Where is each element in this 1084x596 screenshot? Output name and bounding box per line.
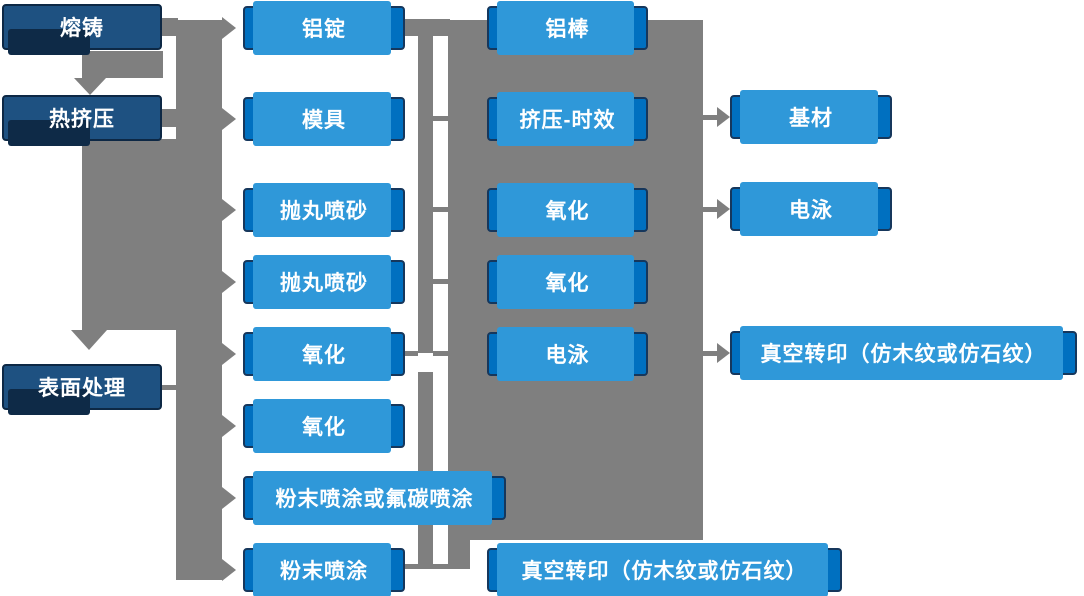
arrow-to-electrophoresis-2-icon: [717, 199, 730, 219]
node-oxidation-3: 氧化: [487, 183, 648, 237]
arrow-shaft-to-electrophoresis-2: [703, 207, 717, 212]
arrow-down-to-surface-treatment-icon: [71, 330, 107, 350]
connector-left-bus: [176, 20, 222, 580]
connector-bottom-elbow-line: [433, 564, 448, 569]
connector-middle-bus-upper: [418, 19, 433, 353]
arrow-to-powder-fluorocarbon-icon: [222, 487, 236, 509]
connector-hot-extrusion-right-stub: [162, 109, 178, 127]
node-aluminum-ingot: 铝锭: [243, 1, 405, 55]
connector-surface-treatment-line: [160, 385, 178, 390]
arrow-shaft-to-base-material: [703, 115, 717, 120]
node-vacuum-transfer-right: 真空转印（仿木纹或仿石纹）: [730, 326, 1077, 380]
node-oxidation-4: 氧化: [487, 255, 648, 309]
arrow-to-base-material-icon: [717, 107, 730, 127]
connector-bus-block-line-row2: [433, 116, 448, 121]
node-base-material: 基材: [730, 90, 892, 144]
connector-melting-right-stub: [162, 18, 178, 36]
node-extrusion-aging: 挤压-时效: [487, 92, 648, 146]
arrow-to-vacuum-transfer-right-icon: [717, 343, 730, 363]
arrow-to-oxidation-1-icon: [222, 343, 236, 365]
node-shot-blasting-2: 抛丸喷砂: [243, 255, 405, 309]
node-powder-coating: 粉末喷涂: [243, 543, 405, 596]
node-oxidation-1: 氧化: [243, 327, 405, 381]
connector-bus-block-line-row4: [433, 279, 448, 284]
arrow-to-shot-blasting-2-icon: [222, 271, 236, 293]
node-oxidation-2: 氧化: [243, 399, 405, 453]
connector-powder-coating-line: [405, 564, 418, 569]
arrow-to-aluminum-ingot-icon: [222, 17, 236, 39]
node-electrophoresis-2: 电泳: [730, 182, 892, 236]
arrow-to-shot-blasting-1-icon: [222, 199, 236, 221]
arrow-to-oxidation-2-icon: [222, 415, 236, 437]
connector-melting-down-stub: [82, 51, 163, 78]
node-powder-or-fluorocarbon: 粉末喷涂或氟碳喷涂: [243, 471, 506, 525]
connector-block-descender: [448, 540, 470, 569]
node-shot-blasting-1: 抛丸喷砂: [243, 183, 405, 237]
node-mold: 模具: [243, 92, 405, 146]
arrow-down-to-hot-extrusion-icon: [74, 78, 106, 95]
connector-oxidation-1-line: [403, 351, 418, 356]
arrow-shaft-to-vacuum-transfer-right: [703, 351, 717, 356]
connector-bus-block-line-row5: [433, 351, 448, 356]
arrow-to-mold-icon: [222, 108, 236, 130]
arrow-to-powder-coating-icon: [222, 559, 236, 581]
node-vacuum-transfer-bottom: 真空转印（仿木纹或仿石纹）: [487, 543, 842, 596]
node-aluminum-rod: 铝棒: [487, 1, 648, 55]
node-melting: 熔铸: [2, 4, 162, 55]
node-hot-extrusion: 热挤压: [2, 95, 162, 146]
connector-bus-block-line-row3: [433, 207, 448, 212]
node-electrophoresis-1: 电泳: [487, 327, 648, 381]
node-surface-treatment: 表面处理: [2, 364, 162, 415]
connector-left-block: [82, 139, 176, 330]
